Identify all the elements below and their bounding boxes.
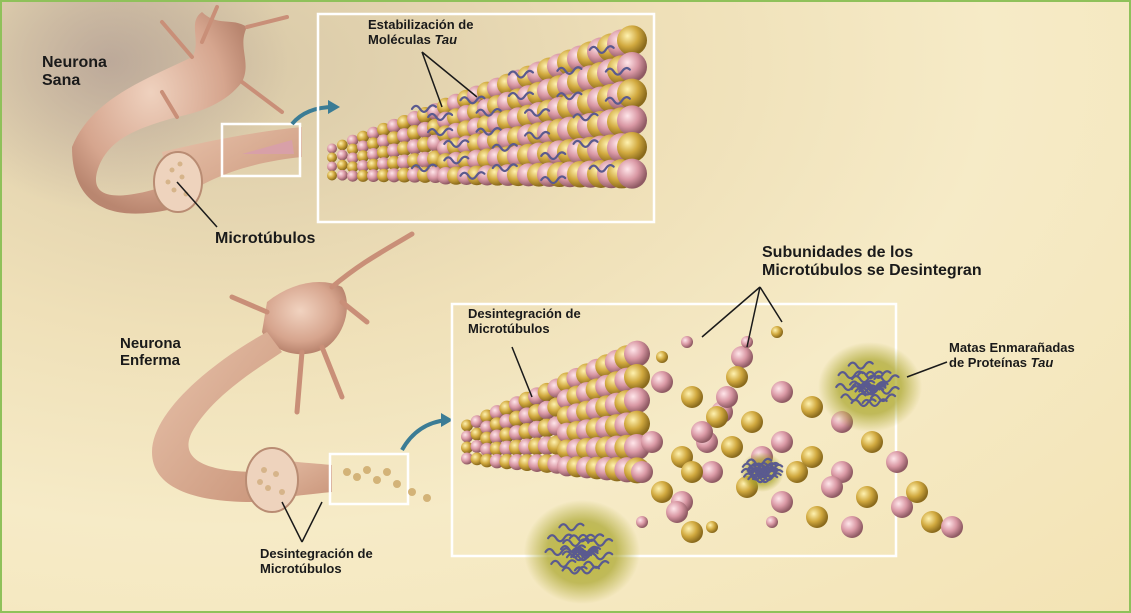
disintegration-upper-label: Desintegración de Microtúbulos [468, 307, 581, 337]
tubulin-subunit [771, 381, 793, 403]
tubulin-subunit [691, 421, 713, 443]
tubulin-subunit [624, 341, 650, 367]
tubulin-subunit [681, 461, 703, 483]
tubulin-subunit [327, 144, 337, 154]
tubulin-subunit [641, 431, 663, 453]
tubulin-subunit [624, 387, 650, 413]
tubulin-subunit [617, 159, 647, 189]
tubulin-subunit [771, 491, 793, 513]
tubulin-subunit [624, 364, 650, 390]
tangles-label: Matas Enmarañadas de Proteínas Tau [949, 341, 1075, 371]
tubulin-subunit [941, 516, 963, 538]
tubulin-subunit [617, 105, 647, 135]
tubulin-subunit [861, 431, 883, 453]
loose-subunit [766, 516, 778, 528]
tubulin-subunit [617, 79, 647, 109]
tubulin-subunit [886, 451, 908, 473]
tubulin-subunit [771, 431, 793, 453]
tubulin-subunit [801, 396, 823, 418]
tubulin-subunit [856, 486, 878, 508]
tubulin-subunit [786, 461, 808, 483]
tubulin-subunit [617, 52, 647, 82]
loose-subunit [681, 336, 693, 348]
detail-box-sick [330, 454, 408, 504]
loose-subunit [656, 351, 668, 363]
loose-subunit [771, 326, 783, 338]
tubulin-subunit [337, 170, 348, 181]
tubulin-subunit [726, 366, 748, 388]
tubulin-subunit [681, 521, 703, 543]
tubulin-subunit [681, 386, 703, 408]
tubulin-subunit [806, 506, 828, 528]
microtubules-label: Microtúbulos [215, 230, 315, 248]
tubulin-subunit [337, 160, 348, 171]
tubulin-subunit [731, 346, 753, 368]
tubulin-subunit [617, 132, 647, 162]
tubulin-subunit [701, 461, 723, 483]
tubulin-subunit [337, 140, 348, 151]
loose-subunit [706, 521, 718, 533]
tubulin-subunit [716, 386, 738, 408]
tubulin-subunit [337, 150, 348, 161]
sick-neuron-label: Neurona Enferma [120, 335, 181, 370]
tubulin-subunit [327, 171, 337, 181]
tubulin-subunit [821, 476, 843, 498]
zoom-arrow-sick [402, 420, 447, 450]
tau-stabilization-label: Estabilización de Moléculas Tau [368, 18, 473, 48]
tubulin-subunit [651, 481, 673, 503]
tubulin-subunit [327, 153, 337, 163]
tubulin-subunit [651, 371, 673, 393]
loose-subunit [636, 516, 648, 528]
tubulin-subunit [906, 481, 928, 503]
disintegration-lower-label: Desintegración de Microtúbulos [260, 547, 373, 577]
tubulin-subunit [347, 170, 358, 181]
healthy-neuron-label: Neurona Sana [42, 54, 107, 91]
tubulin-subunit [921, 511, 943, 533]
tubulin-subunit [841, 516, 863, 538]
tubulin-subunit [666, 501, 688, 523]
tubulin-subunit [327, 162, 337, 172]
tubulin-subunit [741, 411, 763, 433]
tubulin-subunit [631, 461, 653, 483]
tubulin-subunit [617, 25, 647, 55]
subunits-label: Subunidades de los Microtúbulos se Desin… [762, 244, 982, 281]
healthy-microtubule [327, 25, 647, 188]
tubulin-subunit [721, 436, 743, 458]
